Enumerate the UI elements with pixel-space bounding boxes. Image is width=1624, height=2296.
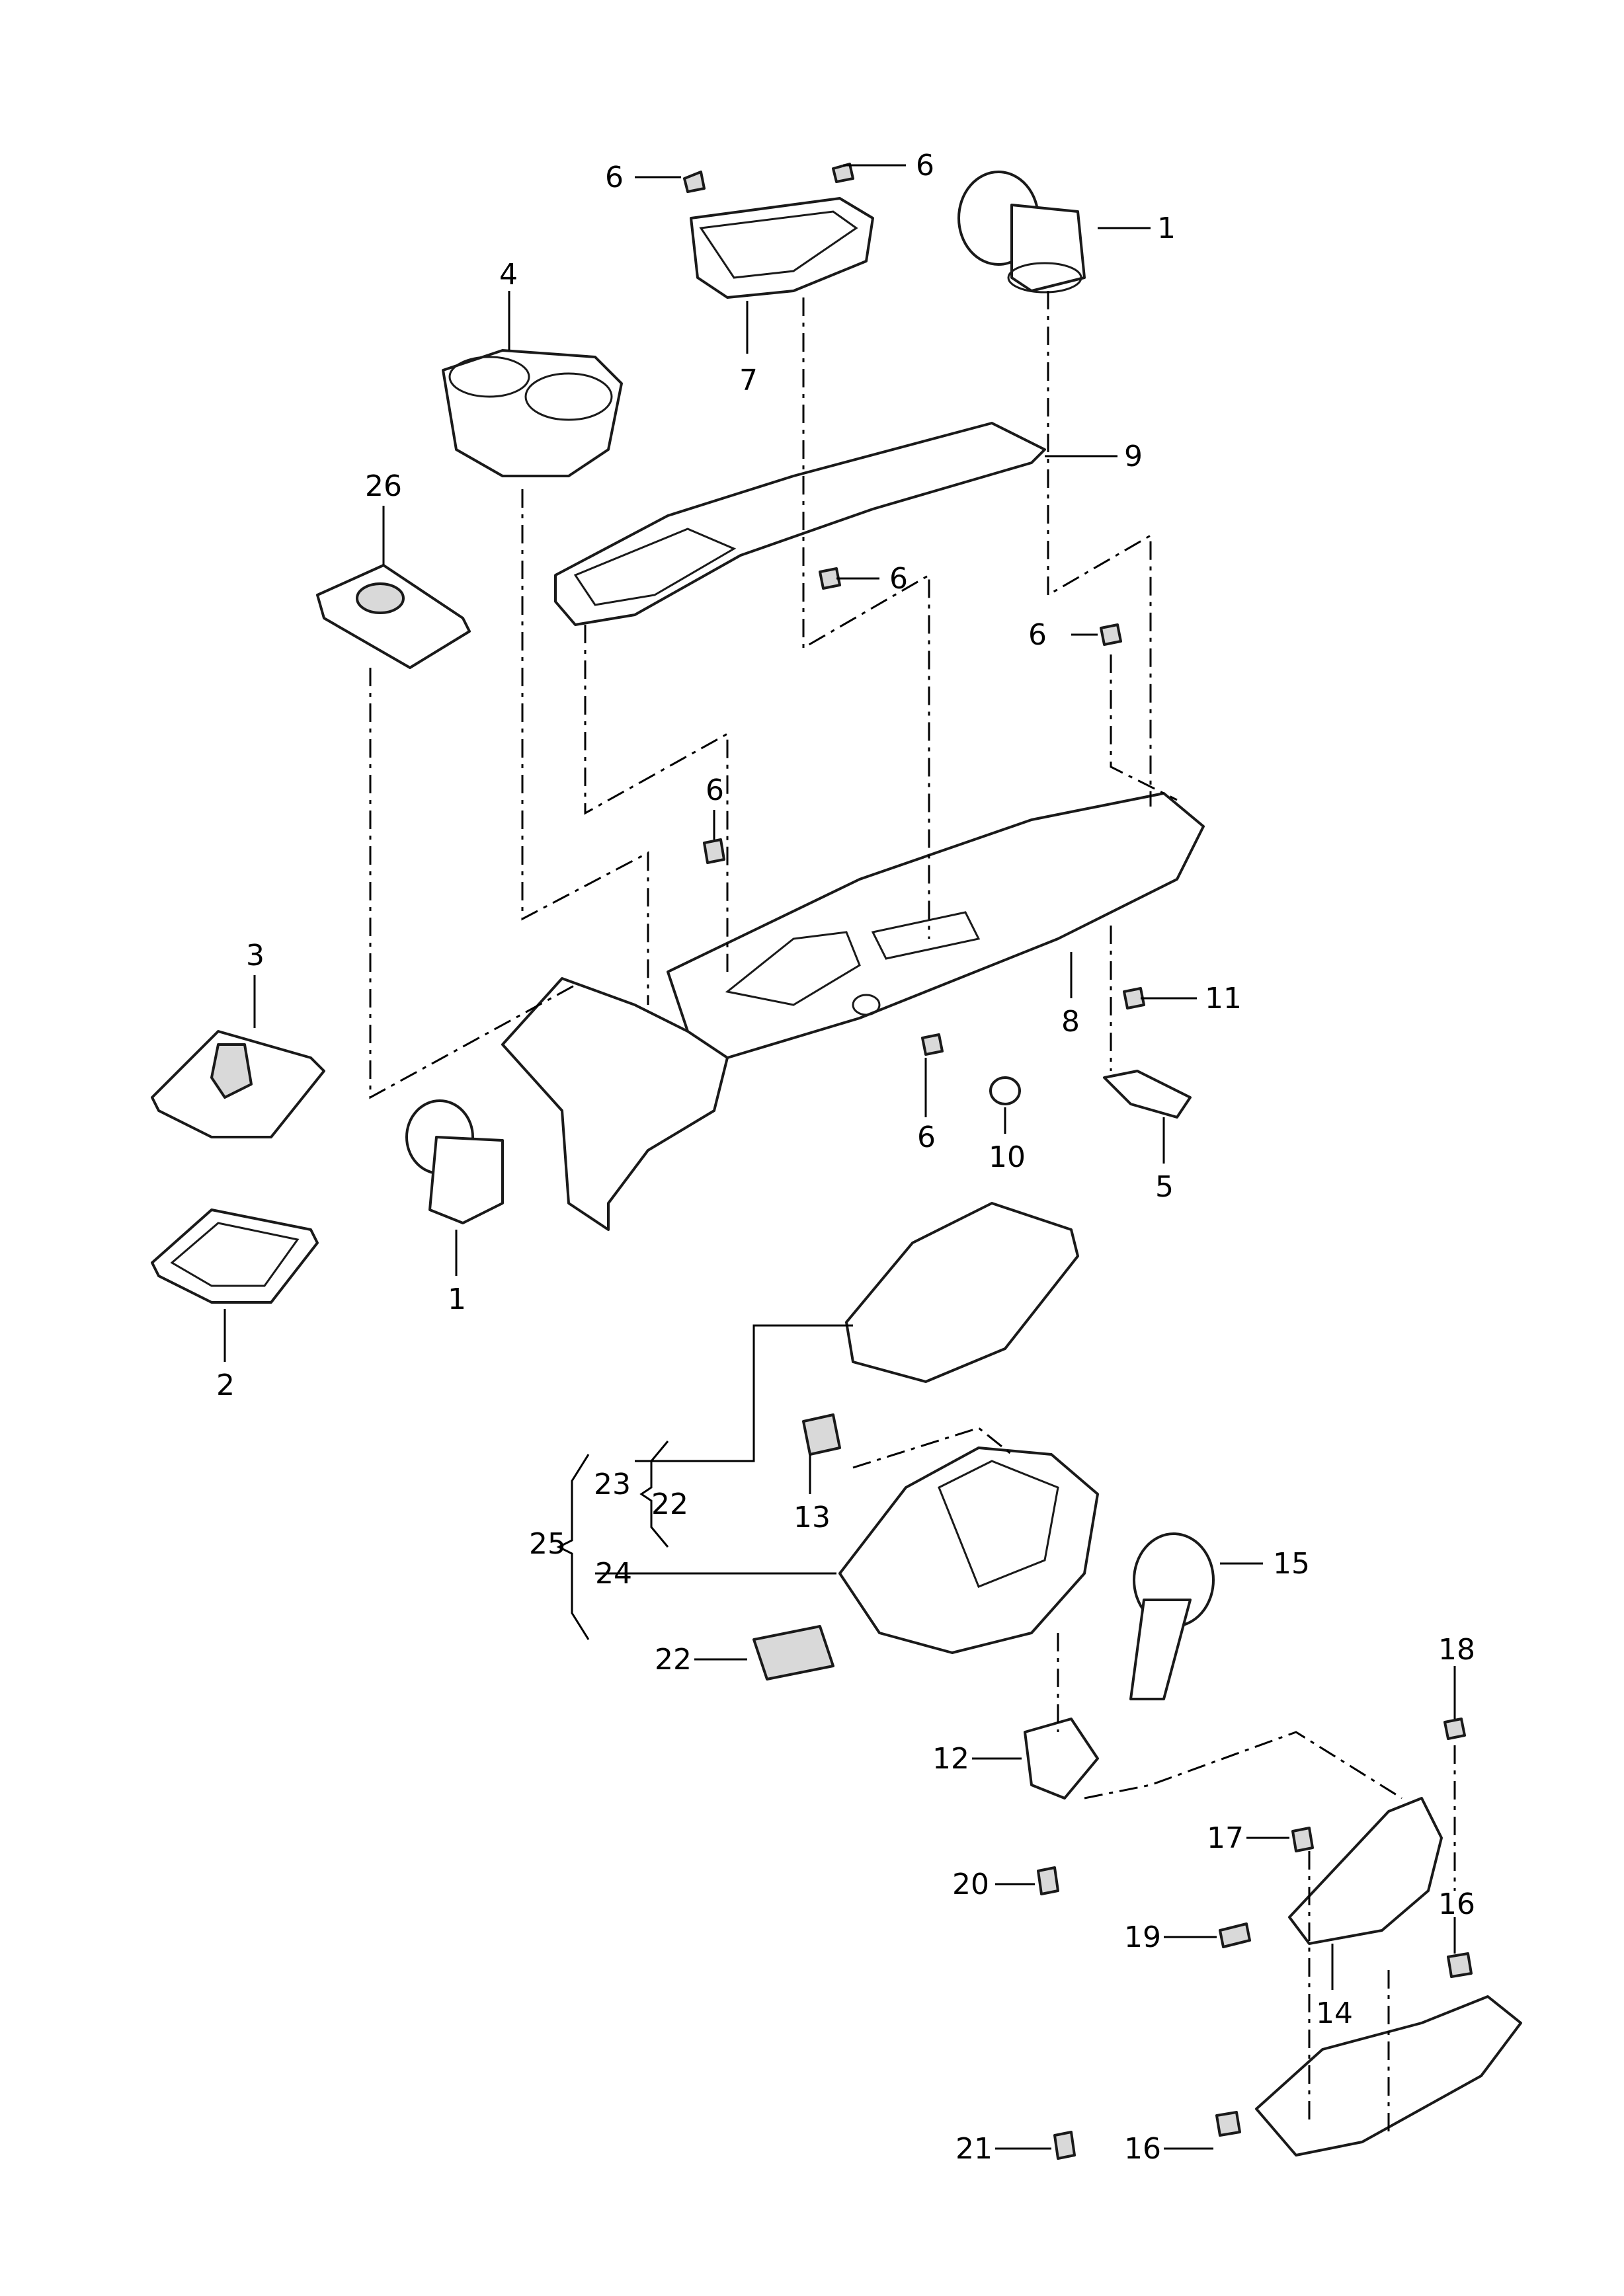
- callout-4: 4: [499, 258, 518, 292]
- callout-14: 14: [1316, 1997, 1353, 2030]
- screw-6e: [703, 838, 725, 864]
- part-3-gear-boot-base: [151, 1030, 325, 1138]
- part-14-bracket: [1288, 1797, 1443, 1945]
- part-1-cup-holder-bottom: [405, 1099, 504, 1224]
- callout-22: 22: [651, 1487, 688, 1521]
- screw-20: [1037, 1866, 1059, 1895]
- alignment-lines: [369, 291, 1456, 2135]
- callout-6: 6: [917, 1121, 936, 1154]
- callout-5: 5: [1155, 1170, 1174, 1204]
- base-plate: [1255, 1995, 1522, 2157]
- callout-15: 15: [1273, 1547, 1310, 1581]
- callout-12: 12: [932, 1742, 969, 1776]
- callout-17: 17: [1207, 1821, 1244, 1855]
- part-5-bracket: [1103, 1070, 1192, 1119]
- callout-22: 22: [655, 1643, 692, 1677]
- screw-6f: [921, 1033, 944, 1056]
- part-15-hinge-cover: [1129, 1532, 1215, 1700]
- callout-7: 7: [739, 364, 758, 397]
- screw-6a: [683, 171, 706, 193]
- part-7-storage-tray: [690, 197, 874, 299]
- screw-6b: [832, 163, 854, 183]
- screw-6c: [819, 567, 841, 590]
- callout-16: 16: [1124, 2132, 1161, 2166]
- fasteners: [683, 163, 1473, 2160]
- screw-17: [1291, 1827, 1314, 1852]
- callout-6: 6: [1028, 618, 1047, 652]
- leader-lines: [223, 164, 1456, 2150]
- part-8-center-console: [501, 792, 1205, 1231]
- cover-22b: [752, 1625, 834, 1681]
- callout-8: 8: [1061, 1005, 1080, 1039]
- callout-6: 6: [889, 562, 908, 596]
- callout-24: 24: [595, 1557, 632, 1591]
- callout-3: 3: [246, 939, 264, 972]
- callout-16: 16: [1438, 1887, 1475, 1921]
- callout-10: 10: [989, 1140, 1026, 1174]
- part-23-armrest-lid: [845, 1202, 1079, 1383]
- bolt-13: [802, 1413, 841, 1456]
- part-12-hinge-block: [1024, 1718, 1099, 1800]
- callout-2: 2: [216, 1368, 235, 1402]
- callout-25: 25: [529, 1527, 566, 1561]
- part-1-cup-holder-top: [957, 171, 1086, 294]
- part-26-cover-with-knob: [316, 564, 471, 669]
- bolt-19: [1219, 1922, 1251, 1948]
- callout-23: 23: [594, 1468, 631, 1501]
- part-24-armrest-base: [838, 1446, 1099, 1654]
- callout-9: 9: [1124, 440, 1143, 473]
- screw-6d: [1100, 623, 1122, 646]
- callout-26: 26: [365, 469, 402, 503]
- part-10-plug: [989, 1076, 1021, 1105]
- part-9-trim-panel: [554, 422, 1046, 626]
- part-4-double-cup-holder: [442, 349, 623, 477]
- callout-1: 1: [448, 1283, 466, 1316]
- callout-21: 21: [955, 2132, 993, 2166]
- clip-16a: [1447, 1952, 1473, 1978]
- clip-16b: [1215, 2111, 1241, 2137]
- callout-20: 20: [952, 1868, 989, 1901]
- callout-18: 18: [1438, 1633, 1475, 1667]
- callout-6: 6: [706, 773, 724, 807]
- bolt-21: [1053, 2131, 1076, 2160]
- callout-1: 1: [1157, 212, 1176, 245]
- callout-11: 11: [1205, 982, 1242, 1015]
- nut-18: [1443, 1718, 1466, 1740]
- screw-11: [1123, 987, 1145, 1009]
- callout-6: 6: [605, 161, 624, 194]
- part-2-frame: [151, 1208, 319, 1304]
- callout-13: 13: [793, 1501, 831, 1534]
- callout-19: 19: [1124, 1920, 1161, 1954]
- callout-6: 6: [916, 149, 934, 182]
- callout-labels: 6 6 1 4 7 9 26 6 6 6 8 11 3 6 10 5 1 2 2…: [216, 149, 1475, 2166]
